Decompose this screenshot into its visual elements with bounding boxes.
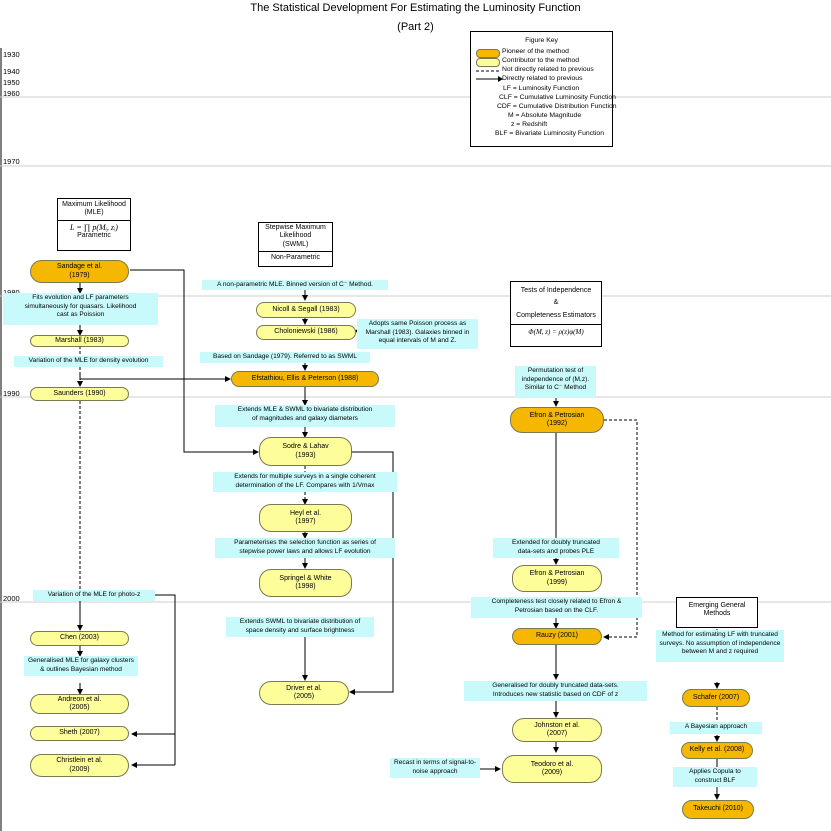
note-adopts-poisson: Adopts same Poisson process as Marshall …	[357, 319, 478, 349]
note-permutation-test: Permutation test of independence of (M,z…	[515, 366, 596, 398]
decade-rules	[0, 96, 831, 603]
year-label: 2000	[3, 594, 20, 603]
note-galaxy-clusters: Generalised MLE for galaxy clusters & ou…	[24, 656, 138, 676]
method-kelly-2008: Kelly et al. (2008)	[681, 742, 753, 759]
method-sodre-lahav-1993: Sodre & Lahav (1993)	[259, 437, 352, 466]
figure-key-pioneer: Pioneer of the method	[502, 48, 569, 55]
figure-key-title: Figure Key	[525, 37, 558, 44]
note-extends-bivariate: Extends MLE & SWML to bivariate distribu…	[215, 405, 395, 427]
note-parameterises: Parameterises the selection function as …	[215, 538, 395, 558]
swml-subtitle: Non-Parametric	[270, 254, 320, 262]
year-label: 1950	[3, 78, 20, 87]
method-sheth-2007: Sheth (2007)	[30, 726, 129, 741]
note-based-on-sandage: Based on Sandage (1979). Referred to as …	[200, 352, 370, 363]
note-photo-z: Variation of the MLE for photo-z	[33, 590, 155, 601]
note-copula-blf: Applies Copula to construct BLF	[673, 767, 757, 787]
method-efron-petrosian-1992: Efron & Petrosian (1992)	[510, 407, 604, 433]
dashed-line-icon	[476, 70, 503, 82]
swml-title: Stepwise Maximum Likelihood (SWML)	[259, 223, 332, 253]
method-driver-2005: Driver et al. (2005)	[259, 681, 349, 705]
figure-key: Figure Key Pioneer of the method Contrib…	[470, 31, 617, 147]
mle-formula: L = ∏ p(Mᵢ, zᵢ)	[70, 222, 118, 232]
year-label: 1980	[3, 288, 20, 297]
note-completeness-test: Completeness test closely related to Efr…	[471, 597, 642, 618]
emerging-header: Emerging General Methods	[676, 597, 758, 628]
figure-key-contributor: Contributor to the method	[502, 57, 580, 64]
year-label: 1940	[3, 67, 20, 76]
figure-key-cdf: CDF = Cumulative Distribution Function	[497, 103, 617, 110]
note-extends-surveys: Extends for multiple surveys in a single…	[213, 472, 397, 492]
note-swml-space-density: Extends SWML to bivariate distribution o…	[226, 617, 374, 637]
note-bayesian-approach: A Bayesian approach	[670, 722, 762, 734]
mle-subtitle: Parametric	[77, 232, 111, 240]
method-rauzy-2001: Rauzy (2001)	[512, 628, 602, 645]
note-non-parametric: A non-parametric MLE. Binned version of …	[202, 280, 388, 290]
note-generalised-doubly: Generalised for doubly truncated data-se…	[464, 681, 647, 701]
method-efron-petrosian-1999: Efron & Petrosian (1999)	[512, 565, 602, 592]
note-fits-evolution: Fits evolution and LF parameters simulta…	[3, 293, 158, 325]
mle-header: Maximum Likelihood (MLE) L = ∏ p(Mᵢ, zᵢ)…	[57, 198, 131, 251]
method-takeuchi-2010: Takeuchi (2010)	[682, 800, 754, 819]
note-density-evolution: Variation of the MLE for density evoluti…	[14, 356, 163, 367]
swml-header: Stepwise Maximum Likelihood (SWML) Non-P…	[258, 222, 333, 267]
method-choloniewski-1986: Choloniewski (1986)	[256, 325, 356, 340]
figure-key-blf: BLF = Bivariate Luminosity Function	[495, 130, 604, 137]
page-subtitle: (Part 2)	[397, 21, 434, 33]
tests-header: Tests of Independence & Completeness Est…	[510, 281, 602, 347]
year-label: 1930	[3, 50, 20, 59]
figure-key-z: z = Redshift	[511, 121, 548, 128]
tests-formula: Φ(M, z) = ρ(z)φ(M)	[528, 328, 584, 337]
method-christlein-2009: Christlein et al. (2009)	[30, 754, 129, 777]
method-schafer-2007: Schafer (2007)	[682, 689, 750, 707]
mle-title: Maximum Likelihood (MLE)	[58, 199, 130, 221]
note-truncated-surveys: Method for estimating LF with truncated …	[656, 630, 784, 662]
tests-line1: Tests of Independence	[520, 287, 592, 294]
method-springel-white-1998: Springel & White (1998)	[259, 569, 352, 597]
method-chen-2003: Chen (2003)	[30, 631, 129, 646]
method-johnston-2007: Johnston et al. (2007)	[512, 718, 602, 742]
method-sandage-1979: Sandage et al. (1979)	[30, 260, 129, 283]
method-marshall-1983: Marshall (1983)	[30, 335, 129, 347]
figure-key-clf: CLF = Cumulative Luminosity Function	[499, 94, 616, 101]
tests-line2: Completeness Estimators	[511, 308, 601, 326]
method-teodoro-2009: Teodoro et al. (2009)	[502, 755, 602, 783]
tests-amp: &	[553, 299, 559, 307]
figure-key-dashed: Not directly related to previous	[502, 66, 594, 73]
note-doubly-truncated-ple: Extended for doubly truncated data-sets …	[493, 538, 619, 558]
page-title: The Statistical Development For Estimati…	[250, 2, 581, 14]
method-andreon-2005: Andreon et al. (2005)	[30, 694, 129, 714]
figure-key-solid: Directly related to previous	[502, 75, 583, 82]
year-label: 1990	[3, 389, 20, 398]
figure-key-m: M = Absolute Magnitude	[508, 112, 582, 119]
note-signal-to-noise: Recast in terms of signal-to- noise appr…	[390, 758, 480, 778]
contributor-swatch	[476, 58, 500, 67]
year-label: 1960	[3, 89, 20, 98]
method-nicoll-segall-1983: Nicoll & Segall (1983)	[256, 302, 356, 318]
method-efstathiou-1988: Efstathiou, Ellis & Peterson (1988)	[231, 371, 379, 387]
figure-key-lf: LF = Luminosity Function	[503, 85, 580, 92]
method-saunders-1990: Saunders (1990)	[30, 387, 129, 401]
pioneer-swatch	[476, 49, 500, 58]
method-heyl-1997: Heyl et al. (1997)	[259, 504, 352, 532]
year-label: 1970	[3, 157, 20, 166]
